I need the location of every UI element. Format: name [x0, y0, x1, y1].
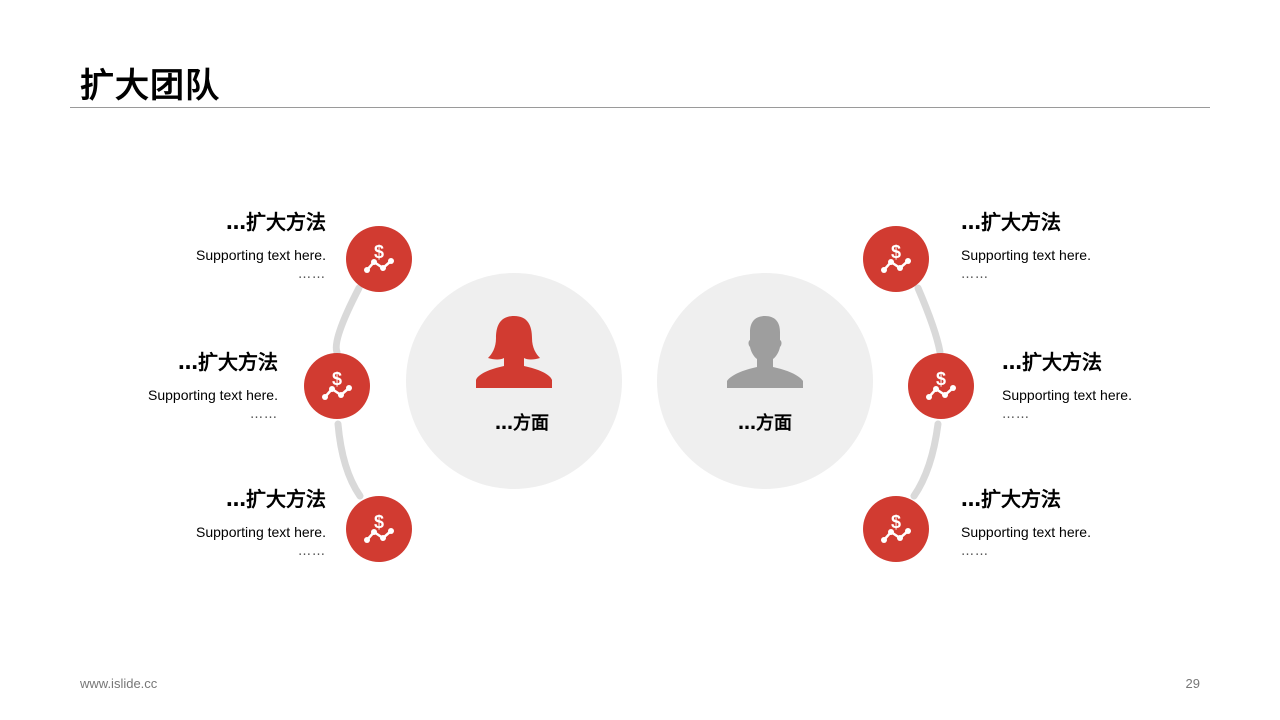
- left-node-1-dollar-trend-icon: $: [346, 226, 412, 292]
- right-item-1-dots: ……: [961, 267, 989, 282]
- page-title: 扩大团队: [80, 66, 220, 106]
- right-item-3: …扩大方法 Supporting text here. ……: [961, 483, 1091, 559]
- right-item-1-text: Supporting text here.: [961, 247, 1091, 263]
- right-item-3-text: Supporting text here.: [961, 524, 1091, 540]
- left-node-2-dollar-trend-icon: $: [304, 353, 370, 419]
- male-avatar-icon: [727, 316, 803, 388]
- title-divider: [70, 107, 1210, 108]
- left-item-1-text: Supporting text here.: [196, 247, 326, 263]
- left-item-3: …扩大方法 Supporting text here. ……: [196, 483, 326, 559]
- svg-text:$: $: [374, 512, 384, 532]
- right-node-1-dollar-trend-icon: $: [863, 226, 929, 292]
- svg-text:$: $: [891, 512, 901, 532]
- left-item-2-title: …扩大方法: [178, 350, 278, 374]
- right-item-2: …扩大方法 Supporting text here. ……: [1002, 346, 1132, 422]
- right-center-label: …方面: [738, 413, 792, 434]
- left-center-label: …方面: [495, 413, 549, 434]
- right-item-3-dots: ……: [961, 544, 989, 559]
- right-item-1: …扩大方法 Supporting text here. ……: [961, 206, 1091, 282]
- left-item-1-dots: ……: [298, 267, 326, 282]
- right-item-3-title: …扩大方法: [961, 487, 1061, 511]
- left-item-3-dots: ……: [298, 544, 326, 559]
- right-item-2-text: Supporting text here.: [1002, 387, 1132, 403]
- female-avatar-icon: [476, 316, 552, 388]
- right-node-2-dollar-trend-icon: $: [908, 353, 974, 419]
- right-node-3-dollar-trend-icon: $: [863, 496, 929, 562]
- svg-text:$: $: [891, 242, 901, 262]
- left-item-2-text: Supporting text here.: [148, 387, 278, 403]
- page-number: 29: [1185, 676, 1200, 691]
- svg-text:$: $: [936, 369, 946, 389]
- left-item-1: …扩大方法 Supporting text here. ……: [196, 206, 326, 282]
- left-item-1-title: …扩大方法: [226, 210, 326, 234]
- svg-text:$: $: [374, 242, 384, 262]
- left-item-3-text: Supporting text here.: [196, 524, 326, 540]
- left-item-2-dots: ……: [250, 407, 278, 422]
- right-item-2-dots: ……: [1002, 407, 1030, 422]
- right-item-2-title: …扩大方法: [1002, 350, 1102, 374]
- footer-url: www.islide.cc: [80, 676, 158, 691]
- right-item-1-title: …扩大方法: [961, 210, 1061, 234]
- svg-text:$: $: [332, 369, 342, 389]
- left-item-3-title: …扩大方法: [226, 487, 326, 511]
- left-node-3-dollar-trend-icon: $: [346, 496, 412, 562]
- left-item-2: …扩大方法 Supporting text here. ……: [148, 346, 278, 422]
